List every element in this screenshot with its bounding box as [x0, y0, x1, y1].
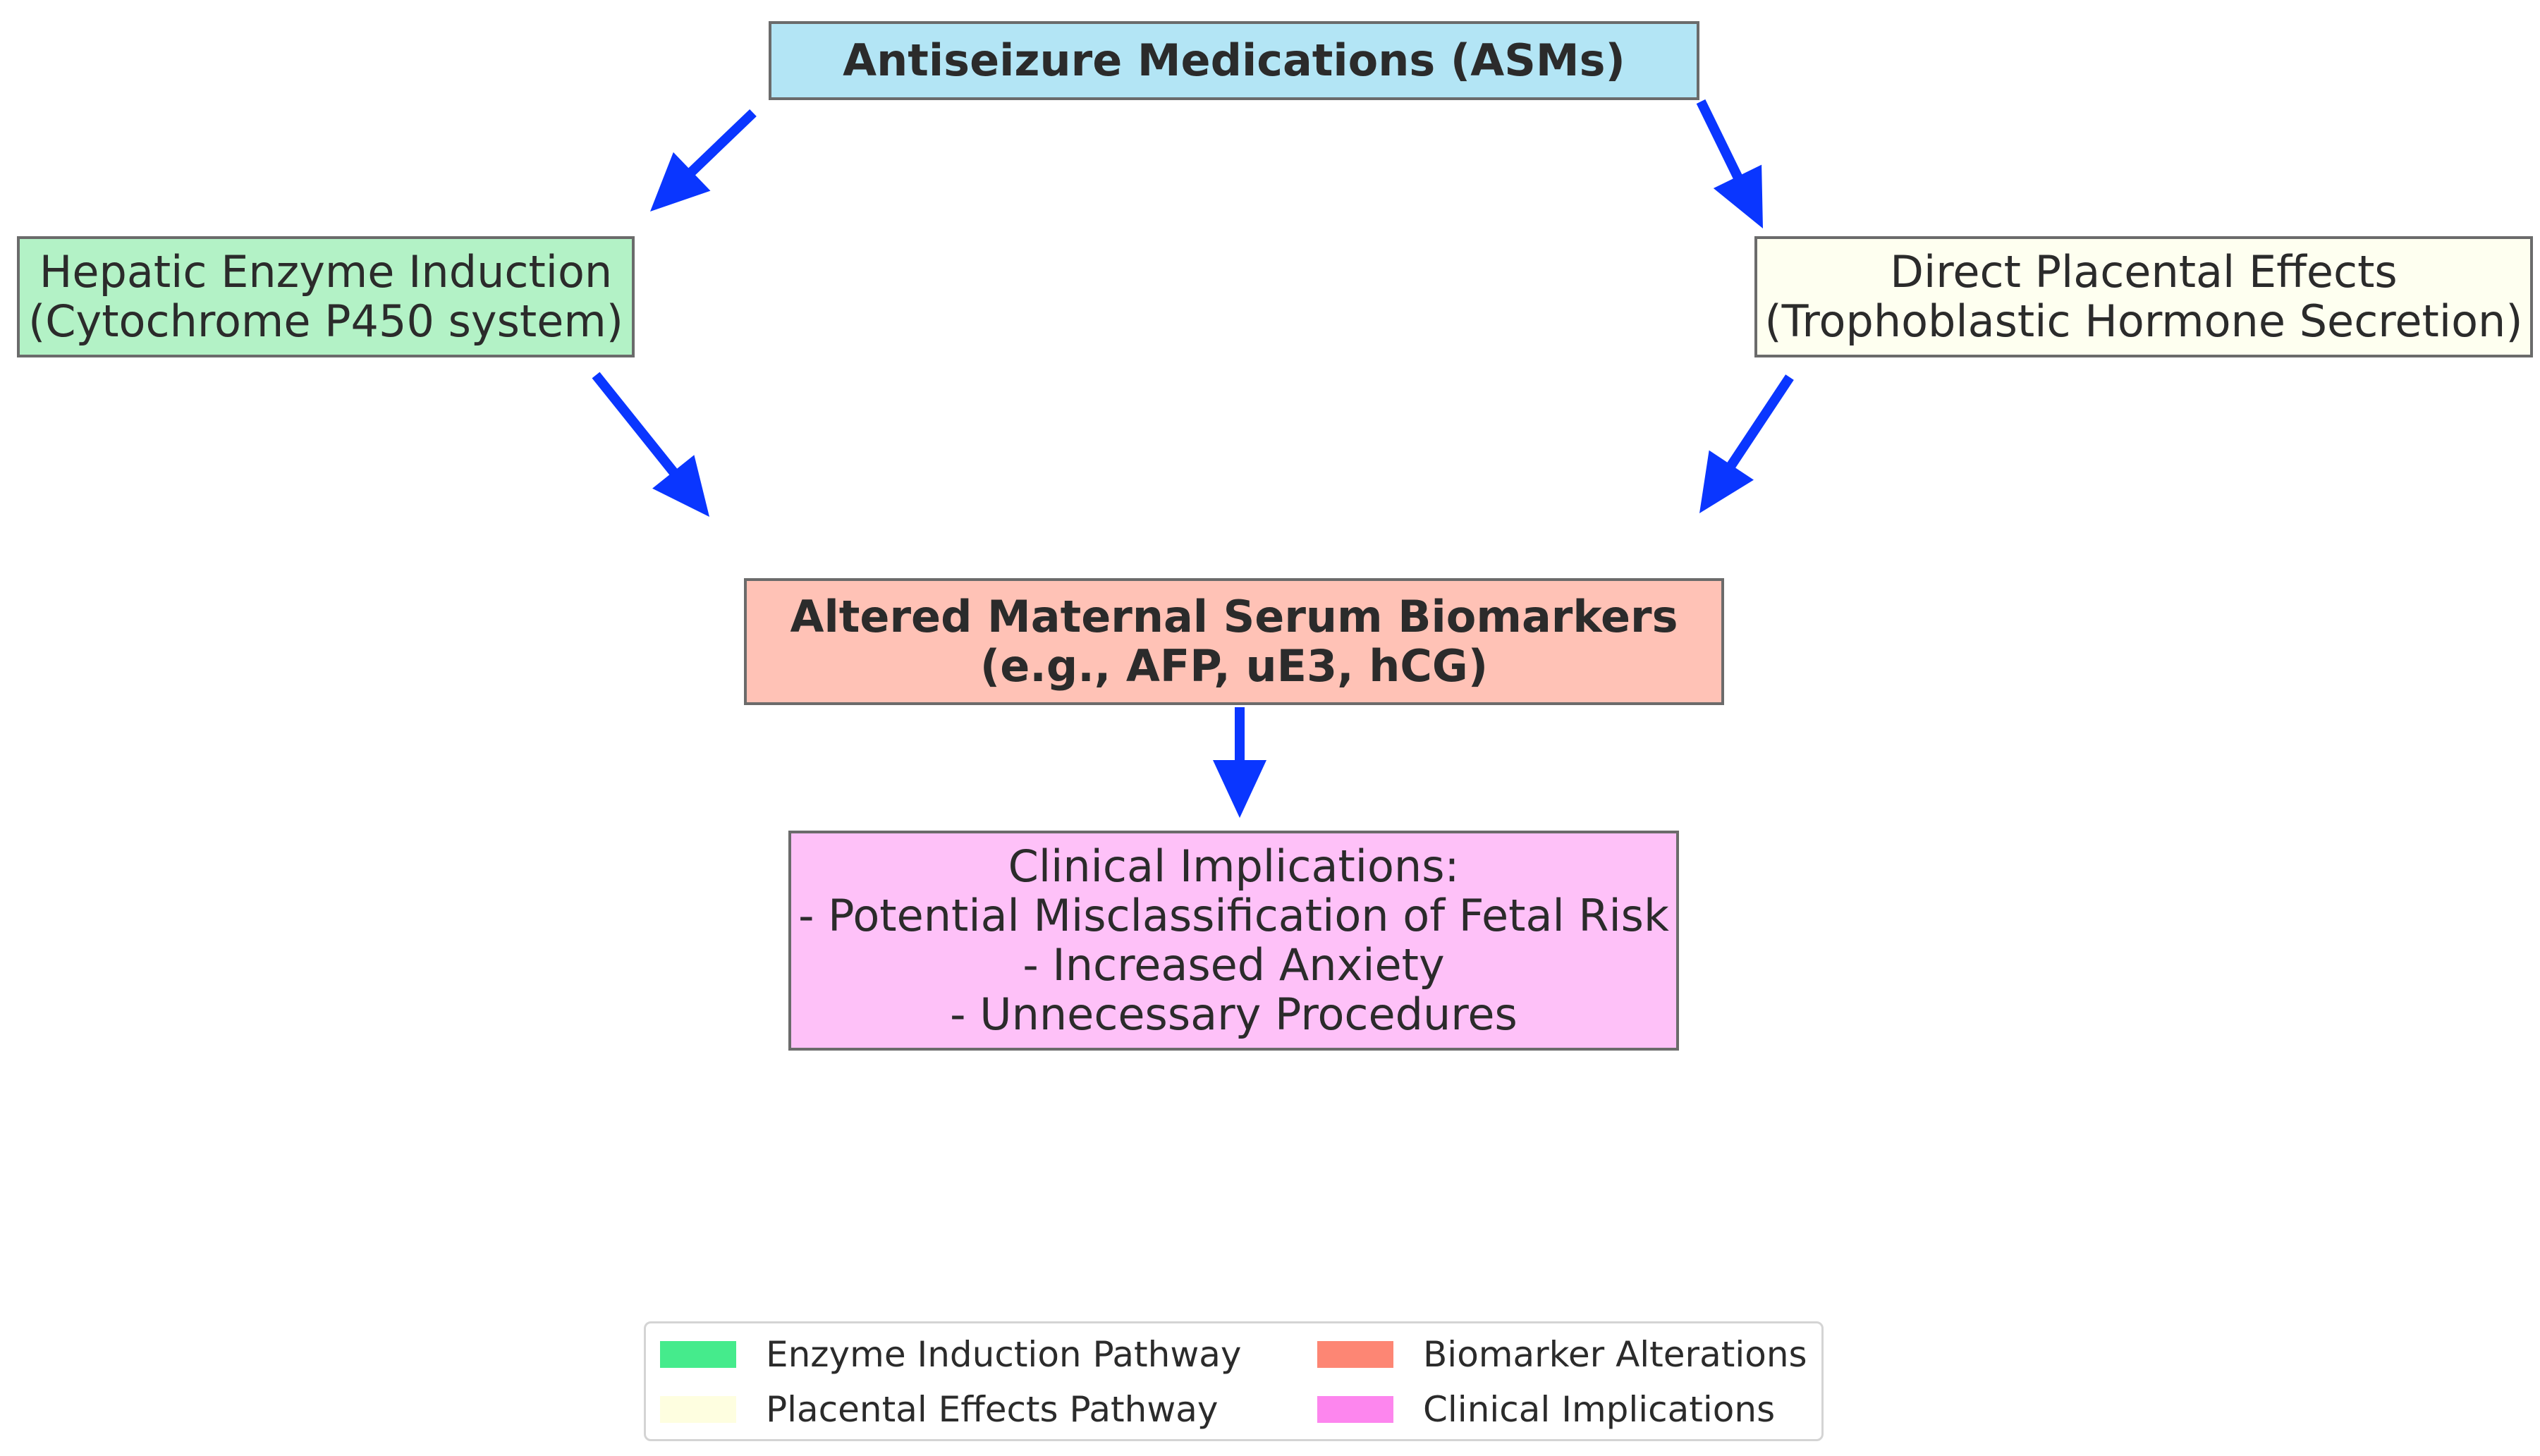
node-direct-placental-effects: Direct Placental Effects (Trophoblastic … — [1754, 236, 2533, 357]
arrow-head — [1213, 760, 1266, 818]
node-antiseizure-medications: Antiseizure Medications (ASMs) — [769, 21, 1699, 100]
arrow-shaft — [686, 109, 757, 178]
node-line: - Potential Misclassification of Fetal R… — [798, 890, 1669, 941]
node-line: - Unnecessary Procedures — [950, 989, 1518, 1040]
arrow-head — [1699, 450, 1754, 513]
legend-label: Enzyme Induction Pathway — [766, 1334, 1242, 1375]
arrow-shaft — [1726, 374, 1794, 470]
arrow-placental-to-biomarkers — [1699, 374, 1794, 513]
node-line: Altered Maternal Serum Biomarkers — [790, 591, 1678, 642]
arrow-hepatic-to-biomarkers — [592, 372, 709, 517]
arrow-head — [1713, 164, 1763, 228]
legend-item-clinical-implications: Clinical Implications — [1317, 1388, 1775, 1431]
legend-label: Clinical Implications — [1423, 1389, 1776, 1430]
legend-swatch — [660, 1341, 736, 1368]
arrow-asms-to-hepatic — [650, 109, 757, 212]
legend-item-placental-effects: Placental Effects Pathway — [660, 1388, 1218, 1431]
node-line: Clinical Implications: — [1008, 840, 1460, 892]
node-line: (Trophoblastic Hormone Secretion) — [1764, 295, 2523, 347]
legend: Enzyme Induction Pathway Placental Effec… — [644, 1321, 1824, 1441]
node-line: (Cytochrome P450 system) — [28, 295, 623, 347]
legend-swatch — [1317, 1396, 1393, 1423]
legend-swatch — [1317, 1341, 1393, 1368]
node-line: Hepatic Enzyme Induction — [39, 246, 613, 298]
arrow-asms-to-placental — [1696, 99, 1763, 228]
node-line: (e.g., AFP, uE3, hCG) — [979, 640, 1489, 692]
node-hepatic-enzyme-induction: Hepatic Enzyme Induction (Cytochrome P45… — [17, 236, 635, 357]
node-line: Antiseizure Medications (ASMs) — [843, 35, 1625, 86]
legend-swatch — [660, 1396, 736, 1423]
legend-item-enzyme-induction: Enzyme Induction Pathway — [660, 1333, 1241, 1376]
arrow-head — [652, 455, 709, 517]
legend-label: Placental Effects Pathway — [766, 1389, 1219, 1430]
arrow-head — [650, 152, 711, 212]
node-altered-maternal-serum-biomarkers: Altered Maternal Serum Biomarkers (e.g.,… — [744, 578, 1724, 705]
arrow-biomarkers-to-clinical — [1213, 707, 1266, 818]
arrow-shaft — [592, 372, 679, 477]
legend-label: Biomarker Alterations — [1423, 1334, 1807, 1375]
legend-item-biomarker-alterations: Biomarker Alterations — [1317, 1333, 1807, 1376]
node-line: - Increased Anxiety — [1022, 939, 1445, 991]
arrow-shaft — [1696, 99, 1744, 182]
node-clinical-implications: Clinical Implications: - Potential Miscl… — [788, 831, 1679, 1051]
node-line: Direct Placental Effects — [1890, 246, 2398, 298]
